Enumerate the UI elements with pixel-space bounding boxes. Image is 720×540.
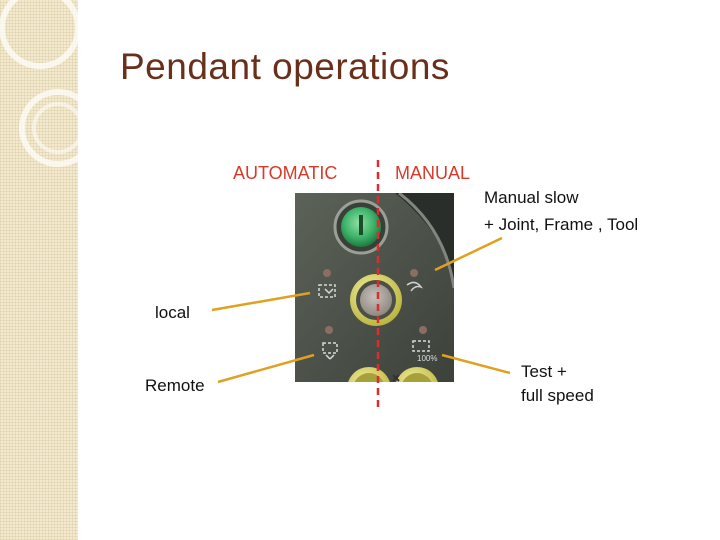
remote-label: Remote bbox=[145, 376, 205, 395]
manual-label: MANUAL bbox=[395, 163, 471, 183]
slide-title: Pendant operations bbox=[120, 46, 450, 87]
bottom-buttons-icon bbox=[348, 367, 438, 382]
automatic-label: AUTOMATIC bbox=[233, 163, 338, 183]
sidebar-decoration bbox=[0, 0, 78, 540]
test-mode-icon bbox=[412, 340, 430, 352]
manual-slow-label: Manual slow bbox=[484, 188, 579, 207]
local-pointer-line bbox=[211, 291, 311, 312]
circle-ornament bbox=[0, 0, 78, 167]
remote-mode-icon bbox=[322, 342, 338, 360]
local-mode-icon bbox=[318, 284, 336, 298]
pendant-marking: 100% bbox=[417, 354, 437, 363]
manual-slow-pointer-line bbox=[434, 236, 503, 272]
hand-mode-icon bbox=[406, 281, 424, 292]
pendant-photo: 100% bbox=[295, 193, 454, 382]
full-speed-label: full speed bbox=[521, 386, 594, 405]
remote-pointer-line bbox=[217, 353, 315, 384]
local-label: local bbox=[155, 303, 190, 322]
start-button-icon bbox=[333, 199, 389, 255]
manual-slow-modes-label: + Joint, Frame , Tool bbox=[484, 215, 639, 234]
mode-selector-button-icon bbox=[350, 274, 402, 326]
test-label: Test + bbox=[521, 362, 567, 381]
test-pointer-line bbox=[441, 353, 511, 375]
